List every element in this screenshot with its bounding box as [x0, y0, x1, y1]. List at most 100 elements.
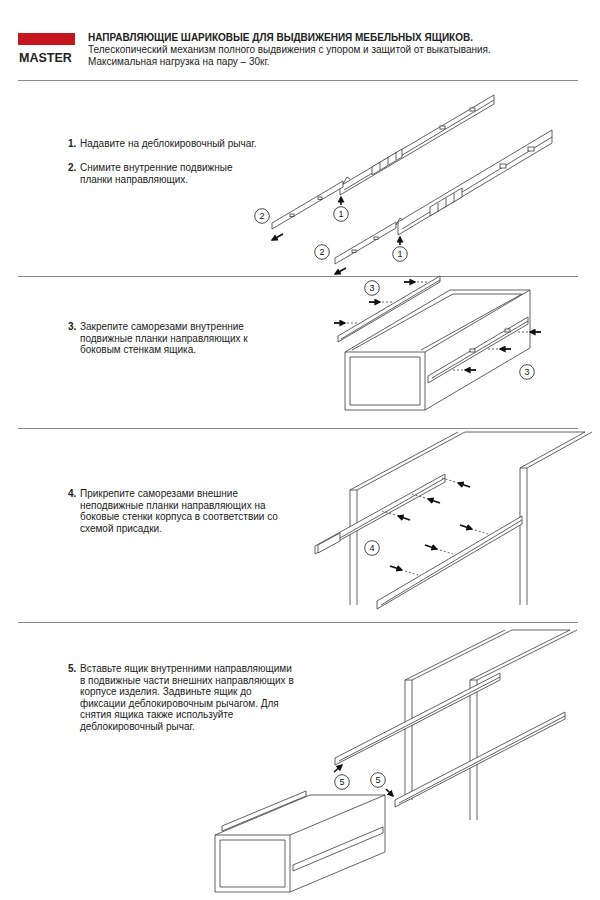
screw [390, 483, 472, 570]
step-text: Закрепите саморезами внутренние подвижны… [80, 321, 258, 356]
callout-number: 1 [333, 206, 349, 222]
rail-drawing [344, 100, 494, 190]
drawer-drawing [428, 317, 528, 383]
step-text: Вставьте ящик внутренними направляющими … [80, 663, 296, 733]
divider [18, 81, 578, 623]
drawer-drawing [350, 357, 420, 405]
assembly-drawing [293, 827, 383, 871]
assembly-drawing [215, 835, 290, 892]
callout-number: 3 [364, 280, 380, 296]
assembly-drawing [215, 795, 385, 835]
drawer-drawing [345, 352, 425, 410]
rail-drawing [374, 237, 378, 240]
rail-drawing [343, 177, 350, 184]
screw [465, 369, 476, 371]
assembly-drawing [395, 712, 565, 807]
assembly-drawing [220, 840, 285, 887]
screw [487, 349, 498, 350]
divider [18, 428, 578, 429]
assembly-drawing [335, 673, 500, 765]
drawer-drawing [341, 280, 440, 339]
cabinet-drawing [315, 474, 445, 554]
cabinet-drawing [377, 516, 522, 609]
callout-circle: 2 [254, 208, 270, 224]
rail-drawing [272, 95, 552, 264]
direction-arrow [335, 268, 346, 274]
assembly-drawing [470, 630, 577, 820]
direction-arrow [334, 765, 342, 772]
subtitle: Телескопический механизм полного выдвиже… [88, 44, 491, 56]
divider [18, 276, 578, 277]
callout-circle: 1 [333, 206, 349, 222]
direction-arrow [386, 789, 393, 796]
direction-arrow [399, 237, 401, 245]
screw [405, 571, 418, 575]
subtitle: Максимальная нагрузка на пару – 30кг. [88, 56, 270, 68]
drawer-drawing [425, 290, 530, 410]
screw [428, 499, 440, 503]
screw [369, 301, 380, 303]
screw [517, 332, 528, 333]
rail-drawing [396, 218, 403, 225]
rail-drawing [438, 193, 454, 212]
callout-number: 2 [314, 244, 330, 260]
assembly-drawing [399, 716, 565, 803]
direction-arrow [340, 197, 342, 205]
rail-drawing [402, 137, 552, 229]
step-text: Прикрепите саморезами внешние неподвижны… [80, 488, 292, 534]
screw [334, 322, 345, 324]
drawer-drawing [470, 349, 475, 352]
rail-drawing [272, 181, 343, 229]
step-text: Снимите внутренние подвижные планки напр… [80, 162, 248, 185]
callout-outline [520, 365, 535, 380]
screw [412, 494, 425, 498]
rail-drawing [500, 164, 506, 168]
rail-drawing [470, 108, 475, 111]
step-number: 4. [68, 488, 76, 500]
screw [442, 478, 455, 482]
drawer-drawing [432, 321, 528, 378]
logo-bar [18, 33, 75, 45]
drawer-drawing [338, 276, 530, 410]
screw [500, 348, 511, 350]
assembly-drawing [290, 795, 385, 892]
rail-drawing [380, 152, 396, 170]
callout-outline [255, 209, 270, 224]
callout-circle: 1 [392, 246, 408, 262]
callout-circle: 2 [314, 244, 330, 260]
rail-drawing [372, 149, 402, 175]
rail-drawing [430, 188, 462, 216]
rail-drawing [440, 126, 445, 129]
step-number: 3. [68, 321, 76, 333]
direction-arrow [272, 234, 283, 240]
drawer-drawing [505, 329, 510, 332]
screw [452, 370, 463, 371]
cabinet-drawing [315, 432, 592, 609]
callout-number: 5 [370, 772, 386, 788]
screw [382, 478, 488, 575]
screw [458, 483, 470, 487]
rail-drawing [528, 147, 534, 151]
sheet-title: НАПРАВЛЯЮЩИЕ ШАРИКОВЫЕ ДЛЯ ВЫДВИЖЕНИЯ МЕ… [88, 32, 473, 44]
direction-arrow [272, 197, 400, 274]
callout-number: 3 [519, 364, 535, 380]
step-number: 1. [68, 138, 76, 150]
rail-drawing [335, 222, 396, 264]
callout-outline [365, 541, 380, 556]
cabinet-drawing [520, 432, 592, 605]
screw [530, 331, 541, 333]
direction-arrow [334, 765, 393, 796]
assembly-drawing [222, 791, 306, 831]
screw [334, 282, 541, 370]
callout-number: 4 [364, 540, 380, 556]
divider [18, 80, 578, 81]
cabinet-drawing [465, 432, 585, 433]
cabinet-drawing [381, 520, 522, 605]
callout-circle: 3 [364, 280, 380, 296]
step-number: 2. [68, 162, 76, 174]
callout-circle: 5 [334, 774, 350, 790]
screw [417, 282, 428, 283]
callout-outline [335, 775, 350, 790]
